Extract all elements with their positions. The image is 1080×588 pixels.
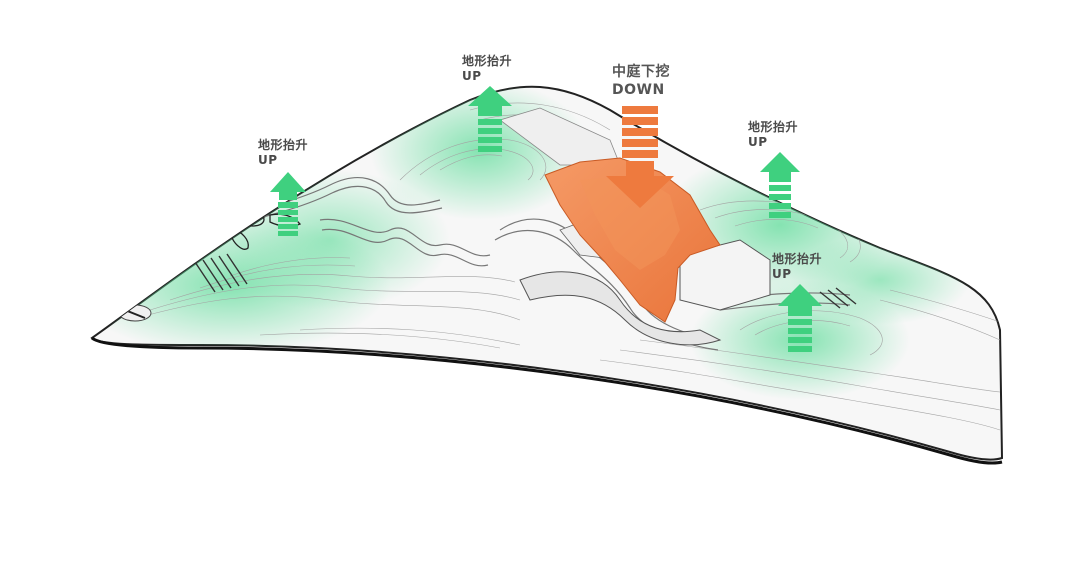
up-arrow-icon [468,86,512,152]
terrain-raise-label-4: 地形抬升 UP [772,252,823,281]
stairs [194,253,857,309]
site-base-edge [91,336,1003,465]
up-arrow-icon [778,284,822,352]
down-arrow-icon [606,106,674,208]
terrain-raise-label-2: 地形抬升 UP [462,54,513,83]
up-arrow-icon [760,152,800,218]
terrain-raise-label-3: 地形抬升 UP [748,120,799,149]
contour-lines [129,102,1001,431]
courtyard-sink-label: 中庭下挖 DOWN [612,64,670,98]
terrain-raise-label-1: 地形抬升 UP [258,138,309,167]
up-arrow-icon [270,172,306,236]
left-detail [118,304,152,322]
sunken-courtyard [544,157,721,323]
